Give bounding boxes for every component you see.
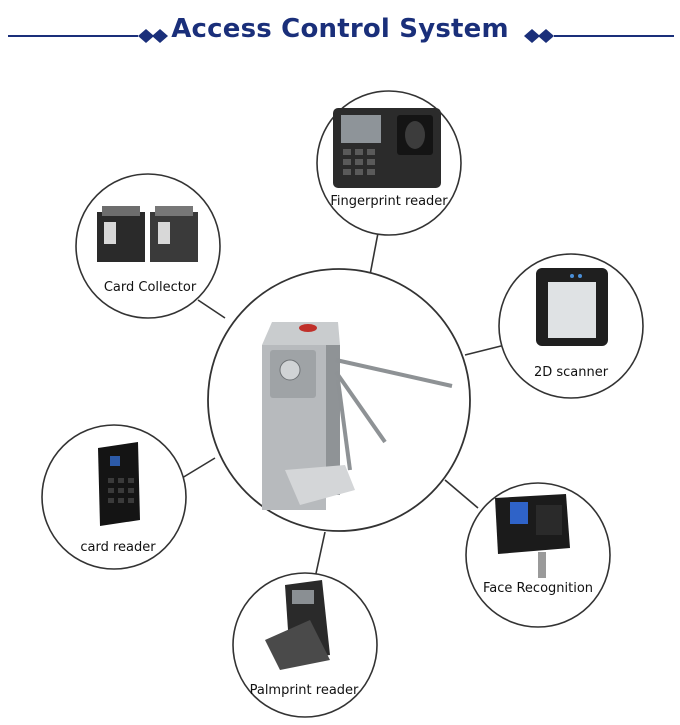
connector-2d-scanner — [464, 344, 506, 356]
connector-card-collector — [197, 299, 226, 319]
scanner-icon — [536, 268, 608, 346]
label-card-collector: Card Collector — [104, 280, 197, 295]
connector-face-recognition — [444, 479, 479, 509]
connector-palmprint — [314, 531, 326, 579]
card-collector-icon — [97, 206, 198, 262]
palmprint-reader-icon — [265, 580, 330, 670]
device-face-recognition: Face Recognition — [465, 482, 611, 628]
label-face-recognition: Face Recognition — [483, 581, 593, 596]
device-card-reader: card reader — [41, 424, 187, 570]
connectors — [181, 232, 506, 579]
device-card-collector: Card Collector — [75, 173, 221, 319]
fingerprint-reader-icon — [333, 108, 441, 188]
label-2d-scanner: 2D scanner — [534, 365, 609, 380]
connector-card-reader — [181, 457, 216, 479]
label-fingerprint: Fingerprint reader — [330, 194, 448, 209]
face-recognition-icon — [495, 494, 570, 578]
page-title: Access Control System — [171, 14, 509, 44]
device-palmprint: Palmprint reader — [232, 572, 378, 718]
title-decoration-left — [8, 29, 168, 43]
device-2d-scanner: 2D scanner — [498, 253, 644, 399]
card-reader-icon — [98, 442, 140, 526]
title-decoration-right — [524, 29, 674, 43]
device-fingerprint: Fingerprint reader — [316, 90, 462, 236]
label-palmprint: Palmprint reader — [250, 683, 359, 698]
turnstile-hub — [207, 268, 471, 532]
connector-fingerprint — [369, 232, 379, 276]
turnstile-icon — [262, 322, 453, 510]
label-card-reader: card reader — [80, 540, 156, 555]
